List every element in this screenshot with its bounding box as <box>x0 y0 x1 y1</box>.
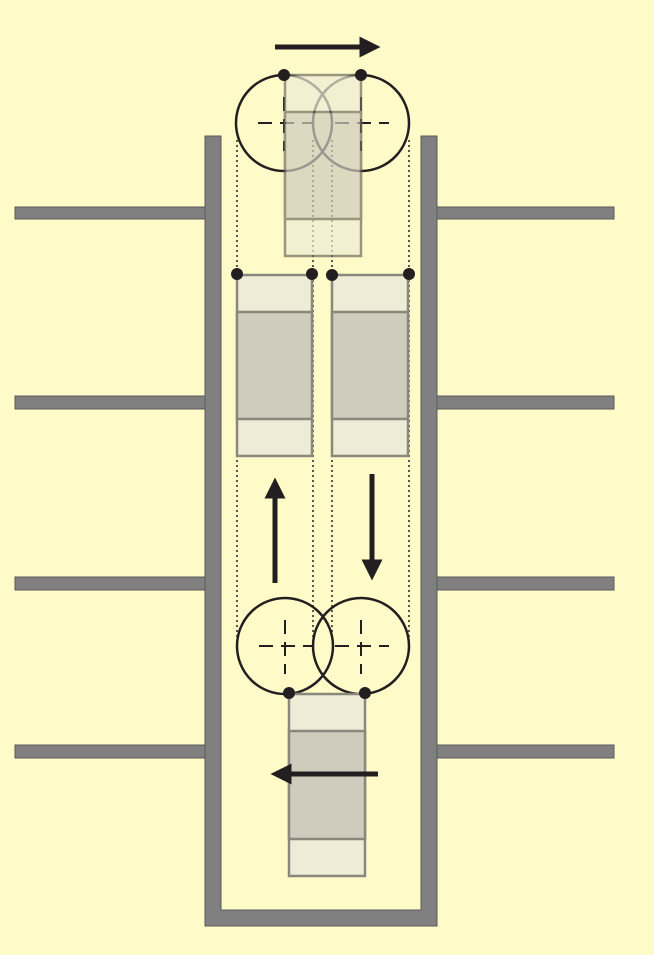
floor-left-3 <box>14 576 208 591</box>
floor-right-3 <box>434 576 615 591</box>
car-left <box>235 273 314 458</box>
floor-left-4 <box>14 744 208 759</box>
floor-right-4 <box>434 744 615 759</box>
pivot-points <box>231 69 415 699</box>
direction-arrows <box>264 36 383 785</box>
floor-left-2 <box>14 395 208 410</box>
shaft <box>204 135 438 927</box>
floor-right-1 <box>434 206 615 220</box>
car-top <box>283 73 363 258</box>
floor-right-2 <box>434 395 615 410</box>
floor-left-1 <box>14 206 208 220</box>
car-bottom <box>287 692 367 878</box>
car-right <box>330 273 410 458</box>
